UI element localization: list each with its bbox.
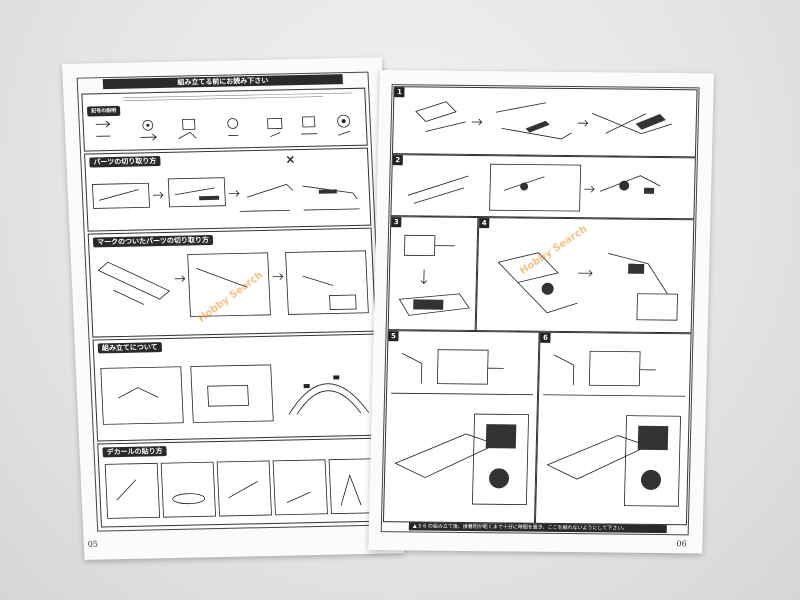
- assembly-box: 組み立てについて: [92, 333, 381, 442]
- step-1-box: 1: [391, 86, 698, 158]
- symbols-box: 記号の説明: [81, 87, 368, 152]
- left-page-number: 05: [87, 539, 99, 549]
- step-2-illustration: [407, 163, 661, 212]
- step-3-number: 3: [391, 217, 402, 228]
- assembly-illustration: [100, 364, 370, 425]
- footer-ref-6: 6: [422, 523, 427, 530]
- step-3-illustration: [398, 234, 470, 316]
- footer-ref-5: 5: [418, 523, 422, 530]
- step-4-number: 4: [479, 218, 490, 229]
- step-6-box: 6: [534, 331, 692, 526]
- decal-box: デカールの貼り方: [97, 437, 385, 528]
- decal-heading: デカールの貼り方: [102, 446, 167, 458]
- assembly-note-text: の組み立て後、接着剤が乾くまで十分に時間を置き、ここを触れないようにして下さい。: [427, 523, 628, 532]
- parts-cut-heading: パーツの切り取り方: [89, 156, 161, 168]
- right-page-number: 06: [676, 539, 687, 549]
- step-4-box: 4 Hobby Search: [475, 217, 695, 334]
- parts-cut-illustration: [92, 177, 360, 212]
- step-1-number: 1: [394, 87, 405, 98]
- step-5-box: 5: [382, 330, 540, 524]
- step-4-illustration: [497, 252, 678, 321]
- assembly-heading: 組み立てについて: [97, 342, 162, 354]
- step-6-illustration: [543, 350, 686, 507]
- symbols-intro-text: [122, 91, 358, 104]
- decal-illustration: [104, 458, 378, 519]
- left-page: 組み立てる前にお読み下さい 記号の説明: [62, 57, 405, 560]
- step-3-box: 3: [387, 216, 479, 332]
- wrong-mark-icon: ×: [285, 152, 296, 167]
- step-2-number: 2: [392, 155, 403, 166]
- parts-cut-box: パーツの切り取り方 ×: [84, 147, 372, 232]
- step-6-number: 6: [540, 332, 551, 343]
- step-1-illustration: [415, 101, 672, 140]
- step-2-box: 2: [390, 154, 696, 220]
- step-5-illustration: [391, 349, 534, 506]
- right-page: 1 2: [368, 70, 714, 554]
- symbols-icons: [95, 114, 351, 141]
- marked-parts-box: マークのついたパーツの切り取り方 Hobby Search: [87, 227, 377, 338]
- symbols-label: 記号の説明: [86, 105, 121, 117]
- marked-parts-heading: マークのついたパーツの切り取り方: [92, 234, 214, 248]
- step-5-number: 5: [388, 331, 399, 342]
- marked-parts-illustration: [97, 250, 369, 317]
